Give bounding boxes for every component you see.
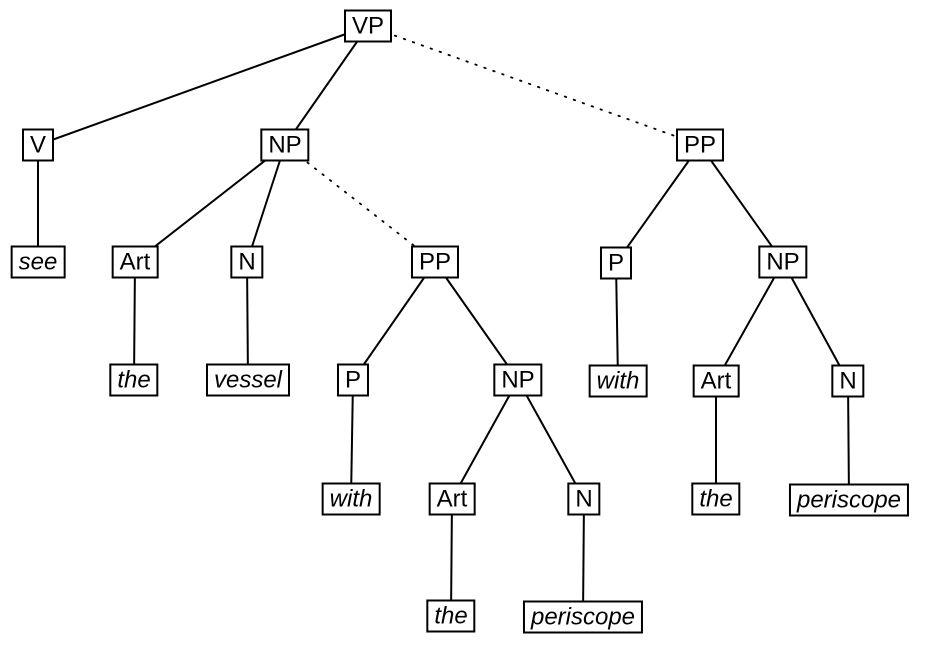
edge-pp-1-p-1 xyxy=(352,261,436,381)
tree-node-pp-2: PP xyxy=(675,128,725,162)
tree-node-p-2: P xyxy=(599,246,633,280)
edge-np-1-art-1 xyxy=(134,144,286,263)
edge-np-3-art-3 xyxy=(715,261,784,382)
tree-node-the-2: the xyxy=(426,599,476,633)
tree-node-np-2: NP xyxy=(493,363,543,397)
tree-node-pp-1: PP xyxy=(410,245,460,279)
tree-node-the-3: the xyxy=(691,482,741,516)
edge-vp-np-1 xyxy=(284,25,369,146)
edge-np-2-n-2 xyxy=(517,379,585,500)
tree-node-periscope-2: periscope xyxy=(788,483,910,517)
edge-np-3-n-3 xyxy=(782,261,849,382)
edge-pp-2-p-2 xyxy=(615,144,701,264)
edge-p-1-with-1 xyxy=(350,379,354,500)
tree-node-see: see xyxy=(10,245,66,279)
edge-n-1-vessel xyxy=(246,261,249,381)
edge-vp-v xyxy=(37,25,369,146)
tree-node-n-2: N xyxy=(567,482,601,516)
edge-n-3-periscope-2 xyxy=(847,380,850,501)
tree-node-np-3: NP xyxy=(758,245,808,279)
tree-node-vessel: vessel xyxy=(205,363,291,397)
tree-node-n-1: N xyxy=(230,245,264,279)
edge-art-2-the-2 xyxy=(450,498,453,617)
edge-pp-1-np-2 xyxy=(434,261,519,381)
edge-p-2-with-2 xyxy=(615,262,619,382)
tree-node-v: V xyxy=(21,128,55,162)
tree-node-p-1: P xyxy=(336,363,370,397)
edge-art-1-the-1 xyxy=(133,261,136,381)
tree-node-periscope-1: periscope xyxy=(522,600,644,634)
tree-node-np-1: NP xyxy=(260,128,310,162)
tree-node-with-2: with xyxy=(588,364,648,398)
edge-np-1-n-1 xyxy=(246,144,286,263)
tree-node-vp: VP xyxy=(343,9,393,43)
edge-np-2-art-2 xyxy=(451,379,519,500)
tree-node-with-1: with xyxy=(321,482,381,516)
edge-pp-2-np-3 xyxy=(699,144,784,263)
tree-node-art-1: Art xyxy=(111,245,159,279)
tree-node-n-3: N xyxy=(831,364,865,398)
tree-node-art-3: Art xyxy=(692,364,740,398)
tree-node-art-2: Art xyxy=(428,482,476,516)
edge-np-1-pp-1-dotted xyxy=(284,144,436,263)
edge-n-2-periscope-1 xyxy=(582,498,585,618)
tree-node-the-1: the xyxy=(109,363,159,397)
edge-vp-pp-2-dotted xyxy=(367,25,701,146)
